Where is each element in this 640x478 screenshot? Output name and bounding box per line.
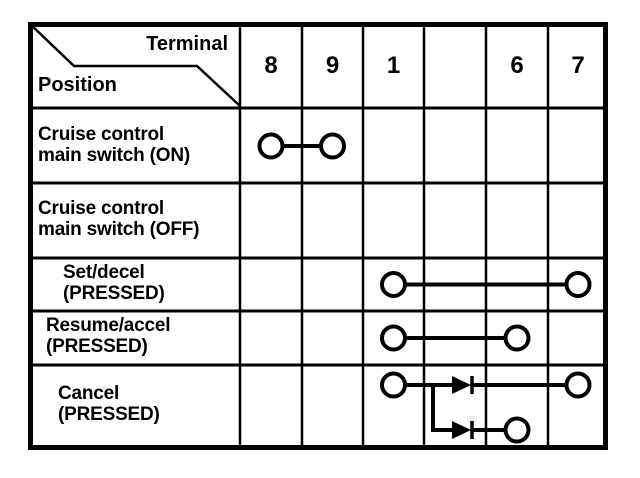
row-label-line: main switch (OFF): [38, 219, 200, 240]
terminal-contact-circle: [380, 271, 407, 298]
diode-icon: [452, 421, 471, 439]
terminal-header-6: 6: [510, 52, 524, 79]
terminal-contact-circle: [380, 324, 407, 352]
terminal-header-1: 1: [386, 52, 401, 79]
column-grid-lines: [238, 24, 550, 448]
row-label-line: (PRESSED): [63, 283, 165, 304]
table-outer-border: [28, 22, 608, 450]
row-grid-lines: [28, 106, 608, 367]
row-label-line: Cruise control: [38, 198, 164, 219]
terminal-header-blank: [424, 52, 486, 82]
position-axis-label: Position: [38, 74, 117, 96]
row-label-set-decel: Set/decel (PRESSED): [63, 262, 165, 304]
diode-icon: [452, 376, 471, 394]
row-label-line: Resume/accel: [46, 315, 171, 336]
row-label-cruise-main-switch-off: Cruise control main switch (OFF): [38, 198, 199, 240]
terminal-header-9: 9: [325, 52, 340, 79]
terminal-header-7: 7: [571, 52, 585, 79]
continuity-symbols: [257, 132, 592, 444]
terminal-contact-circle: [503, 324, 531, 352]
terminal-contact-circle: [503, 416, 531, 444]
header-diagonal-divider: [29, 23, 241, 107]
row-label-line: main switch (ON): [38, 145, 190, 166]
row-label-resume-accel: Resume/accel (PRESSED): [46, 315, 171, 357]
row-label-cruise-main-switch-on: Cruise control main switch (ON): [38, 124, 190, 166]
terminal-contact-circle: [257, 132, 285, 160]
terminal-axis-label: Terminal: [146, 33, 228, 55]
row-label-line: Cancel: [58, 383, 120, 404]
row-label-line: (PRESSED): [58, 404, 160, 425]
terminal-contact-circle: [564, 271, 592, 298]
terminal-header-8: 8: [264, 52, 278, 79]
row-label-line: (PRESSED): [46, 336, 148, 357]
terminal-contact-circle: [380, 371, 407, 399]
terminal-contact-circle: [319, 132, 346, 160]
row-label-line: Cruise control: [38, 124, 164, 145]
row-label-line: Set/decel: [63, 262, 145, 283]
terminal-contact-circle: [564, 371, 592, 399]
row-label-cancel: Cancel (PRESSED): [58, 383, 160, 425]
